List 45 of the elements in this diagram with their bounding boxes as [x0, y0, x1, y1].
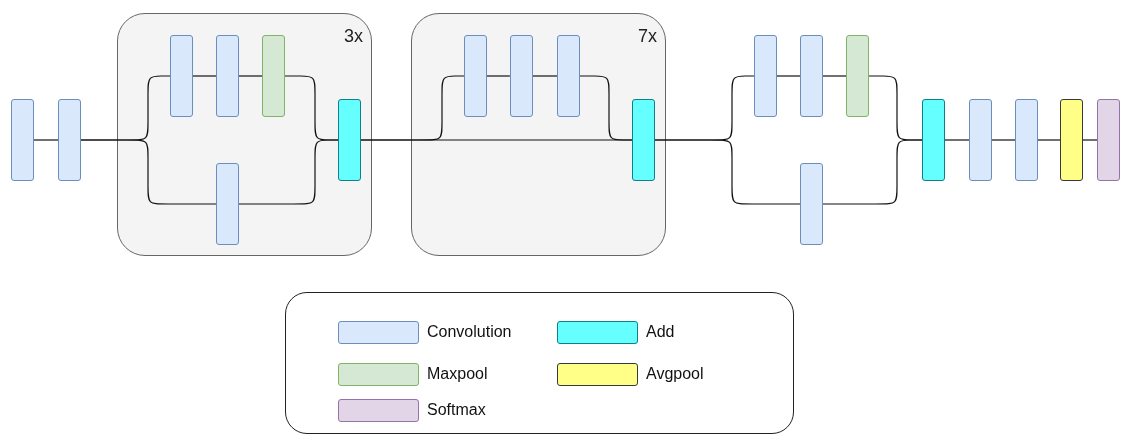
layer-bar	[338, 99, 361, 181]
layer-bar	[170, 35, 193, 117]
connector-line	[776, 75, 801, 77]
legend-label: Maxpool	[427, 365, 488, 383]
layer-bar	[58, 99, 81, 181]
legend-label: Softmax	[427, 401, 486, 419]
repeat-block	[117, 13, 372, 256]
connector-line	[1037, 139, 1061, 141]
layer-bar	[632, 99, 655, 181]
connector-line	[944, 139, 970, 141]
layer-bar	[754, 35, 777, 117]
connector-line	[80, 139, 217, 205]
layer-bar	[1015, 99, 1038, 181]
repeat-count: 3x	[344, 26, 363, 47]
layer-bar	[11, 99, 34, 181]
connector-line	[238, 75, 263, 77]
layer-bar	[1097, 99, 1120, 181]
legend-label: Avgpool	[646, 365, 704, 383]
layer-bar	[216, 163, 239, 245]
legend-label: Convolution	[427, 323, 512, 341]
connector-line	[654, 139, 801, 205]
layer-bar	[464, 35, 487, 117]
layer-bar	[510, 35, 533, 117]
layer-bar	[216, 35, 239, 117]
repeat-block	[411, 13, 666, 256]
connector-line	[822, 75, 847, 77]
layer-bar	[922, 99, 945, 181]
layer-bar	[557, 35, 580, 117]
layer-bar	[262, 35, 285, 117]
connector-line	[579, 75, 633, 141]
connector-line	[991, 139, 1016, 141]
layer-bar	[1060, 99, 1083, 181]
legend-label: Add	[646, 323, 675, 341]
layer-bar	[969, 99, 992, 181]
connector-line	[192, 75, 217, 77]
layer-bar	[800, 35, 823, 117]
layer-bar	[846, 35, 869, 117]
repeat-count: 7x	[638, 26, 657, 47]
connector-line	[532, 75, 558, 77]
connector-line	[486, 75, 511, 77]
connector-line	[33, 139, 59, 141]
connector-line	[1082, 139, 1098, 141]
connector-line	[238, 139, 339, 205]
connector-line	[822, 139, 923, 205]
layer-bar	[800, 163, 823, 245]
